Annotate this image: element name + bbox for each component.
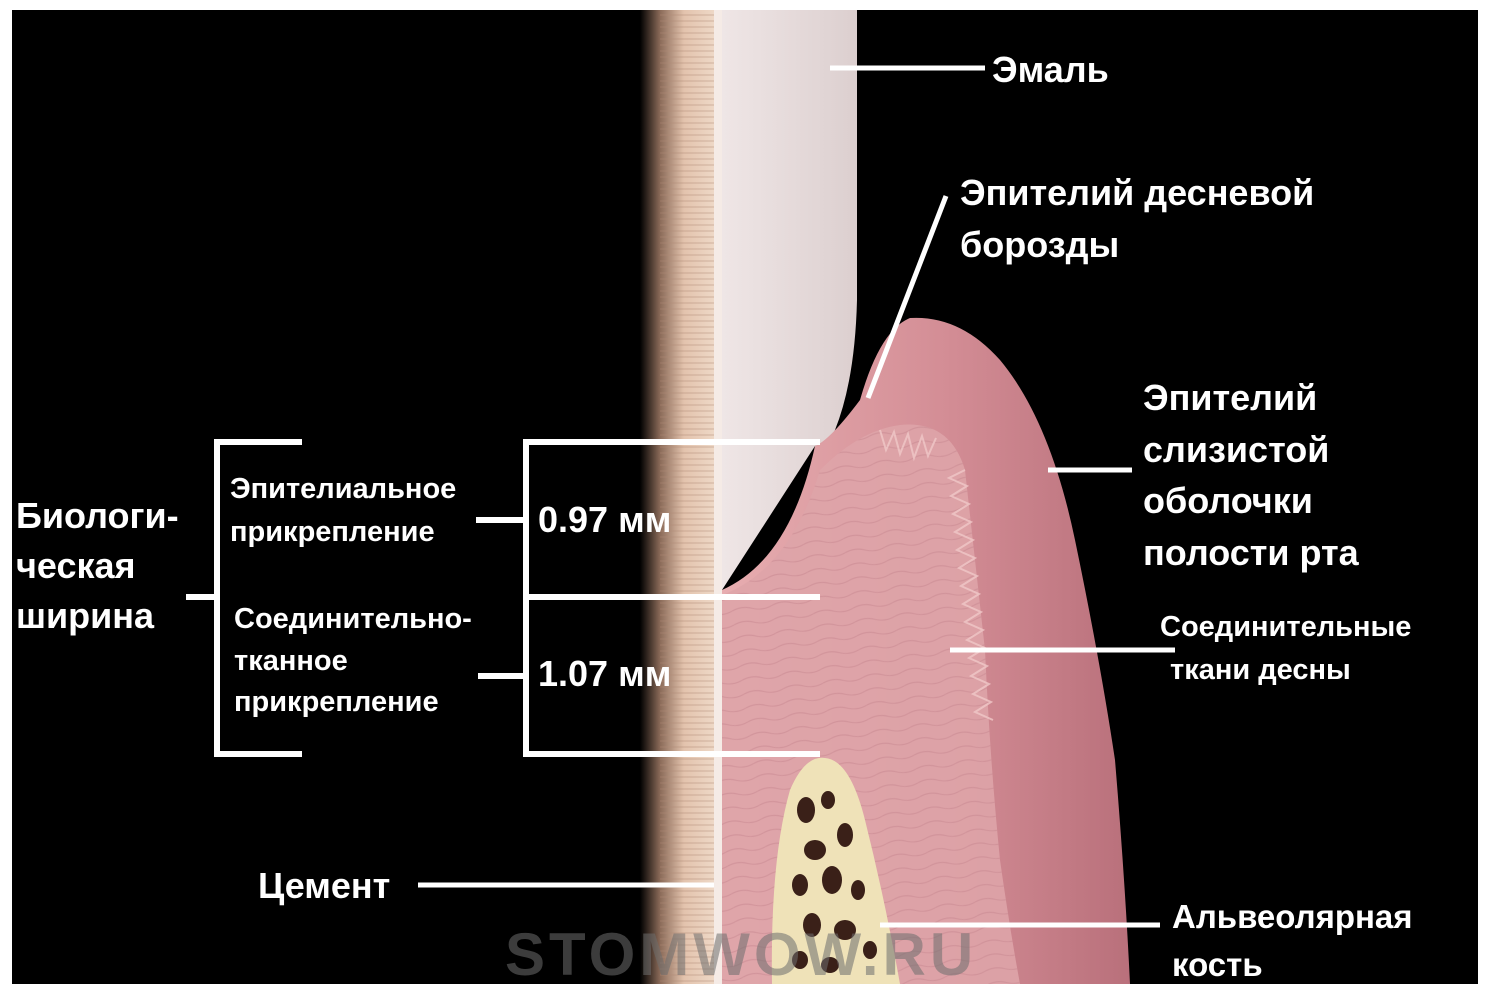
connective-attachment-label-line3: прикрепление <box>234 686 439 718</box>
cementum-texture <box>660 10 718 984</box>
biologic-width-label-line3: ширина <box>16 595 155 636</box>
root-dentin-edge <box>714 10 722 984</box>
epithelial-attachment-label-line2: прикрепление <box>230 516 435 548</box>
sulcular-epithelium-label-line2: борозды <box>960 224 1119 265</box>
oral-epithelium-label-line1: Эпителий <box>1143 377 1317 418</box>
measurement-epithelial-value: 0.97 мм <box>538 499 671 540</box>
measurement-connective-value: 1.07 мм <box>538 653 671 694</box>
biologic-width-label-line2: ческая <box>16 545 136 586</box>
alveolar-bone-label-line2: кость <box>1172 946 1263 983</box>
watermark-text: STOMWOW.RU <box>505 921 977 988</box>
oral-epithelium-label-line2: слизистой <box>1143 429 1329 470</box>
epithelial-attachment-label-line1: Эпителиальное <box>230 473 456 505</box>
connective-tissue-label-line1: Соединительные <box>1160 611 1411 643</box>
oral-epithelium-label-line3: оболочки <box>1143 480 1313 521</box>
connective-attachment-label-line2: тканное <box>234 645 348 677</box>
connective-tissue-label-line2: ткани десны <box>1170 654 1351 686</box>
cementum-label: Цемент <box>258 865 390 906</box>
enamel-label: Эмаль <box>992 49 1109 90</box>
connective-attachment-label-line1: Соединительно- <box>234 603 472 635</box>
oral-epithelium-label-line4: полости рта <box>1143 532 1360 573</box>
alveolar-bone-label-line1: Альвеолярная <box>1172 898 1413 935</box>
biologic-width-label-line1: Биологи- <box>16 495 179 536</box>
sulcular-epithelium-label-line1: Эпителий десневой <box>960 172 1314 213</box>
